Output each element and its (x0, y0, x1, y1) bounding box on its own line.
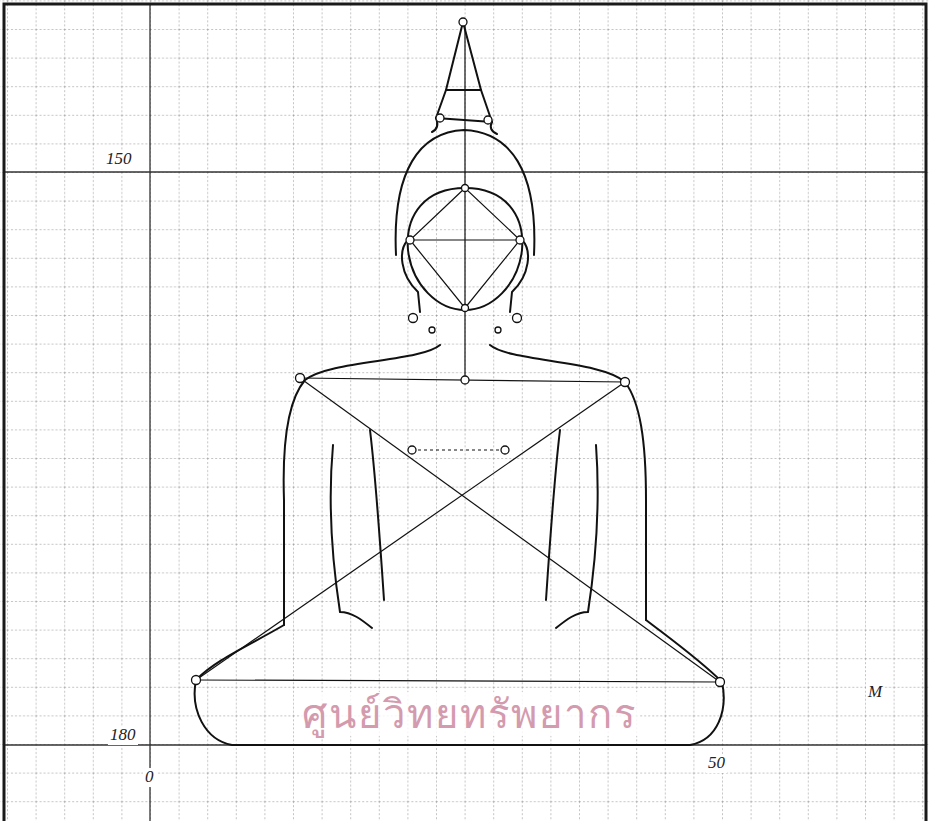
grid-major-lines (4, 4, 926, 821)
scale-mark: 180 (108, 726, 138, 745)
watermark: ศูนย์วิทยทรัพยากร (300, 692, 639, 736)
measure-points (192, 18, 725, 687)
scale-mark: 150 (104, 150, 134, 169)
proportion-lines (196, 22, 720, 682)
scale-mark: 50 (706, 754, 727, 773)
frame (4, 4, 926, 821)
figure-outline (195, 22, 724, 745)
scale-mark: 0 (143, 768, 156, 787)
scale-mark: M (866, 683, 884, 702)
